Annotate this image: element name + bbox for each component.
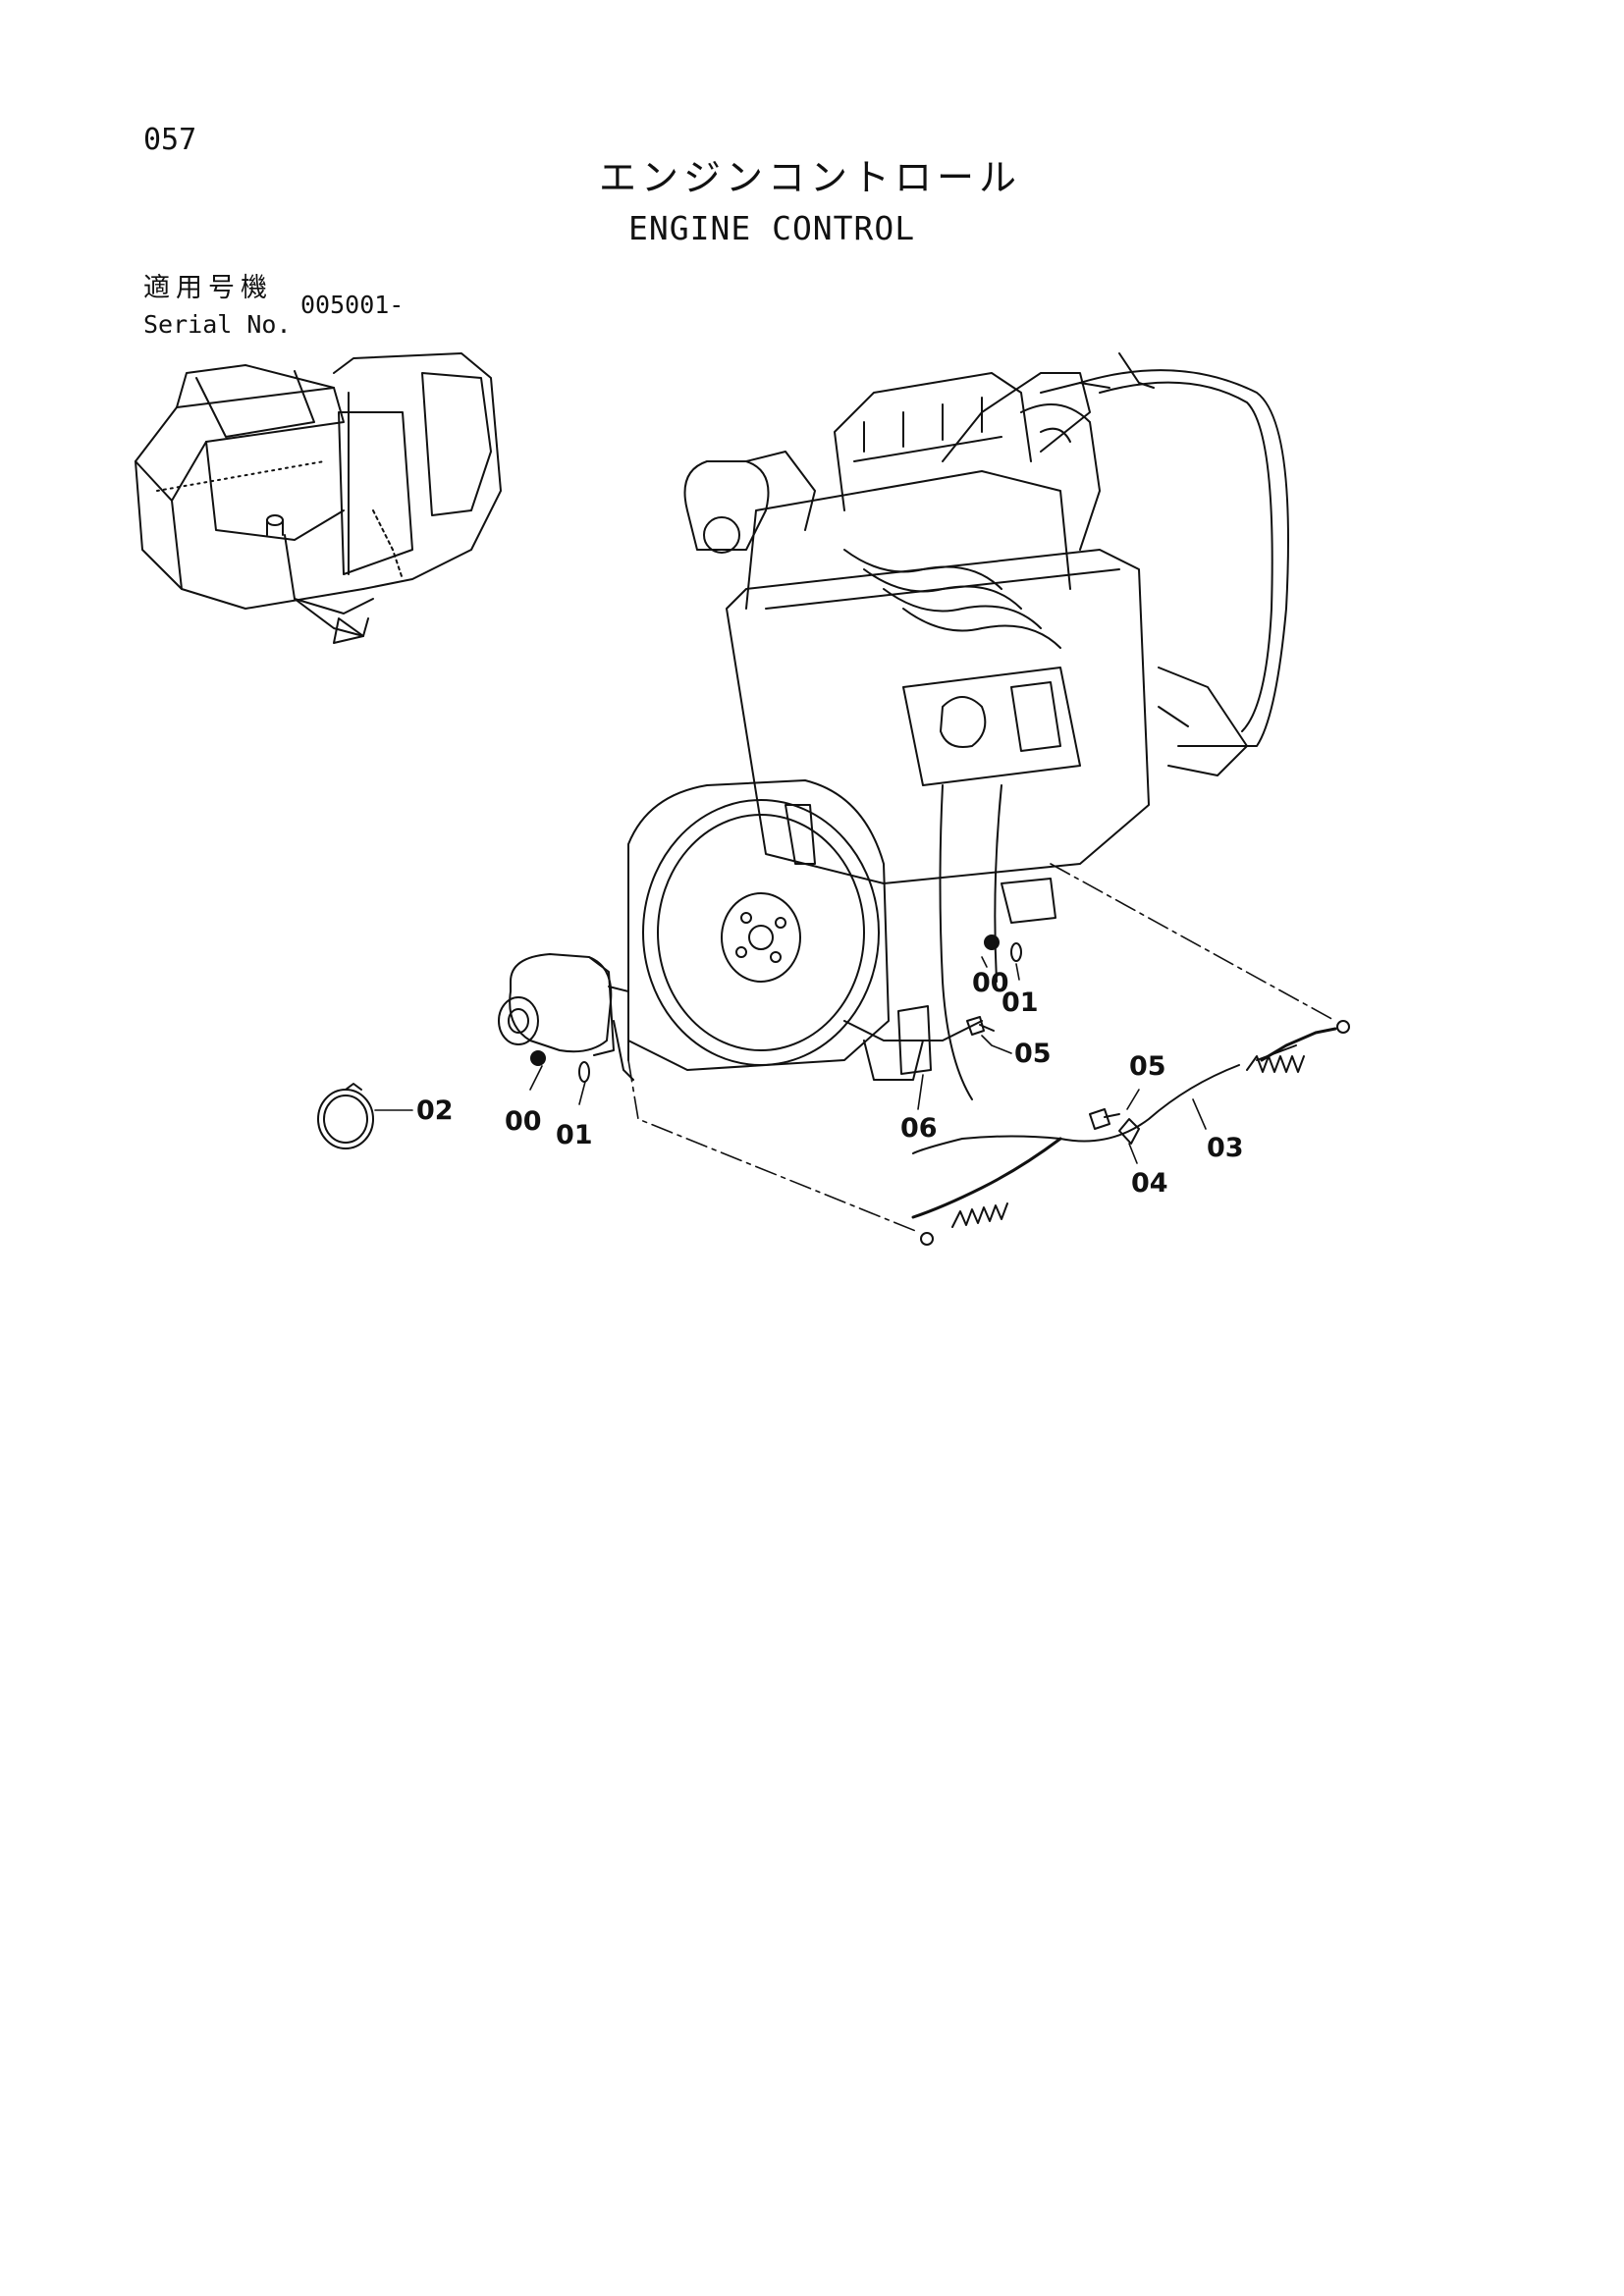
serial-number-value: 005001- <box>300 291 405 319</box>
callout-03: 03 <box>1207 1133 1244 1163</box>
callout-leaders <box>374 956 1207 1164</box>
page-title-japanese: エンジンコントロール <box>599 156 1022 199</box>
callout-02: 02 <box>416 1095 454 1126</box>
governor-motor <box>498 953 634 1083</box>
excavator-location-thumbnail <box>135 352 502 644</box>
callout-06: 06 <box>900 1113 938 1144</box>
page-number: 057 <box>143 123 197 157</box>
control-cable <box>897 784 1350 1246</box>
callout-labels: 00 01 00 01 02 03 04 05 05 06 <box>416 968 1244 1199</box>
serial-label-english: Serial No. <box>143 310 292 339</box>
leader-lines <box>627 863 1336 1233</box>
callout-00-lower: 00 <box>505 1106 542 1137</box>
callout-00-upper: 00 <box>972 968 1009 998</box>
callout-01-upper: 01 <box>1001 988 1039 1018</box>
callout-01-lower: 01 <box>556 1120 593 1150</box>
callout-05-upper: 05 <box>1014 1039 1052 1069</box>
engine-assembly <box>627 352 1289 1081</box>
callout-04: 04 <box>1131 1168 1168 1199</box>
hose-clamp <box>317 1083 374 1149</box>
callout-05-lower: 05 <box>1129 1051 1166 1082</box>
page-title-english: ENGINE CONTROL <box>628 209 916 247</box>
serial-label-japanese: 適用号機 <box>143 273 273 303</box>
